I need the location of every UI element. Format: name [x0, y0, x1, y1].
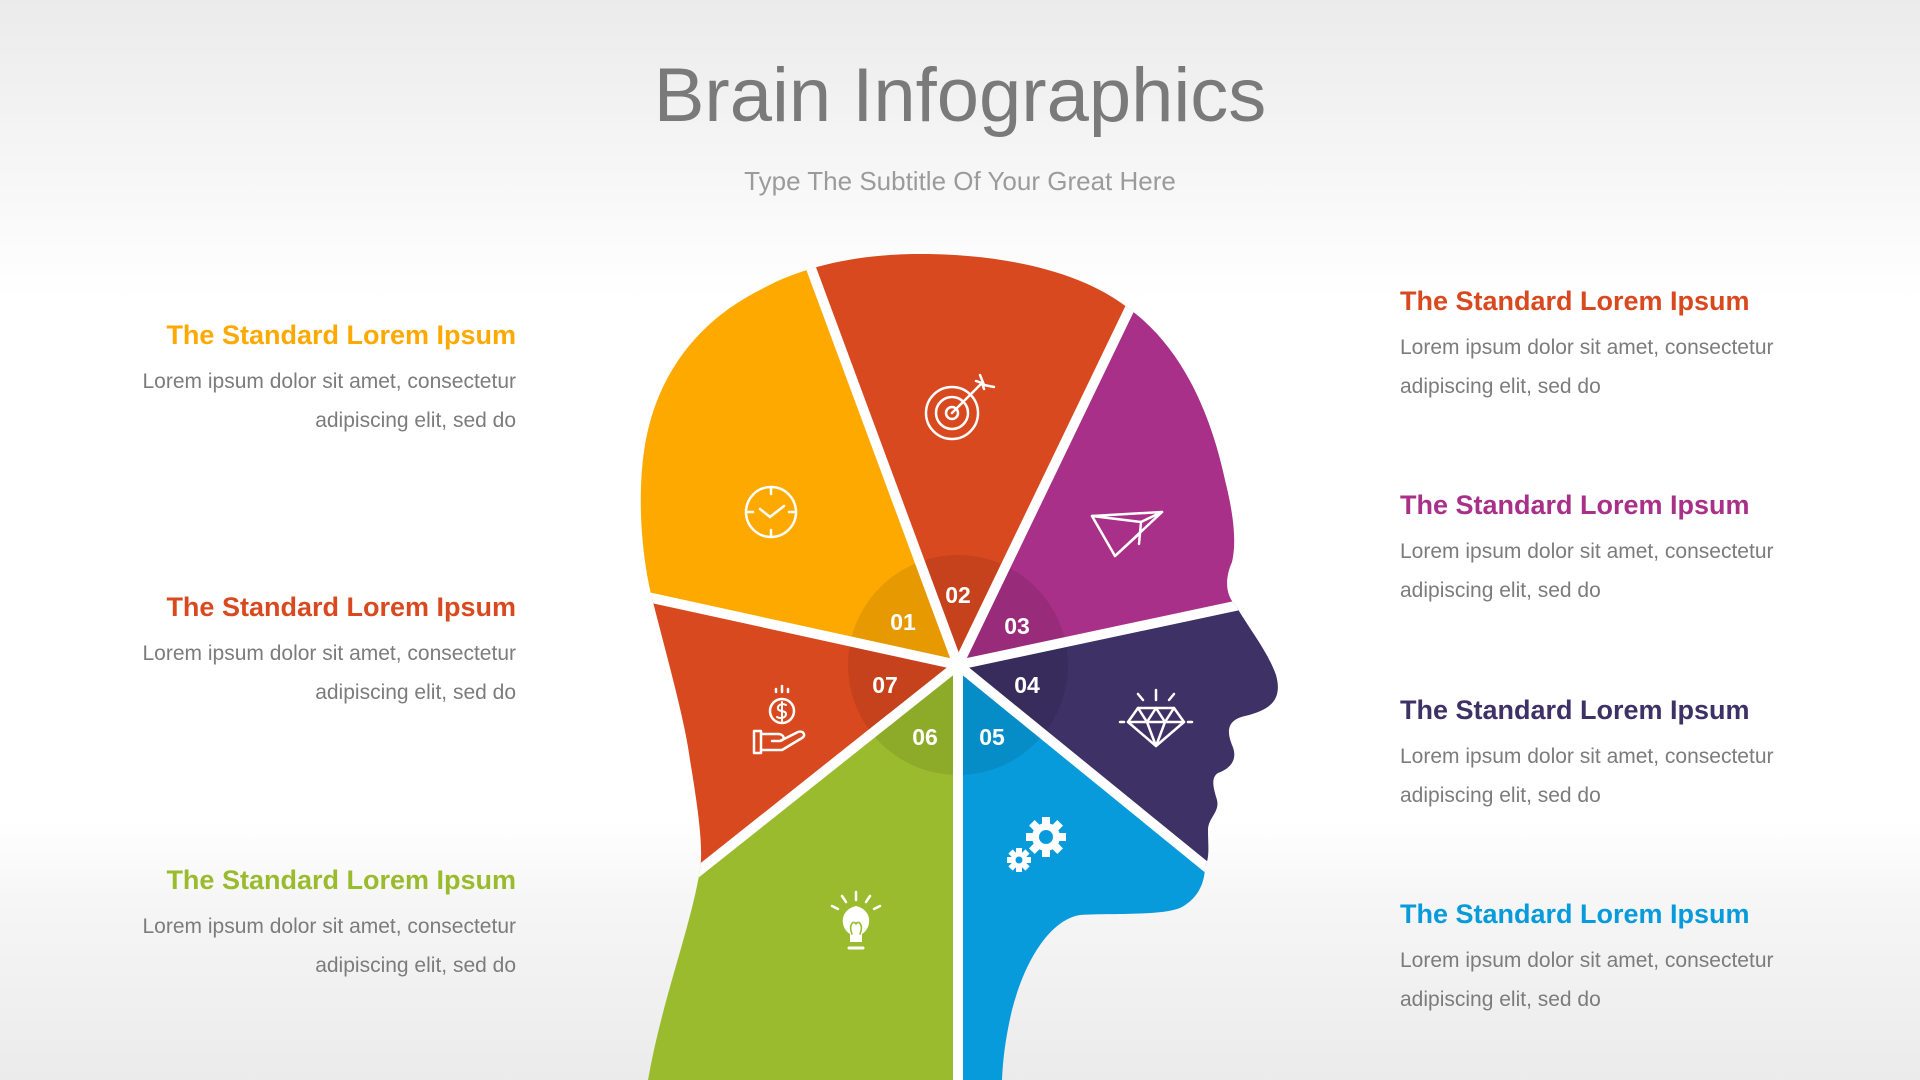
block-heading: The Standard Lorem Ipsum — [1400, 695, 1750, 725]
block-heading: The Standard Lorem Ipsum — [1400, 286, 1750, 316]
segment-number-03: 03 — [1004, 613, 1030, 639]
block-body: Lorem ipsum dolor sit amet, consectetur a… — [1400, 328, 1840, 406]
body-line: adipiscing elit, sed do — [315, 409, 516, 432]
block-body: Lorem ipsum dolor sit amet, consectetur a… — [1400, 941, 1840, 1019]
segment-01 — [640, 254, 958, 665]
page-subtitle: Type The Subtitle Of Your Great Here — [744, 166, 1176, 196]
block-heading: The Standard Lorem Ipsum — [166, 320, 516, 350]
block-heading: The Standard Lorem Ipsum — [166, 592, 516, 622]
body-line: Lorem ipsum dolor sit amet, consectetur — [142, 370, 517, 393]
block-body: Lorem ipsum dolor sit amet, consectetur a… — [96, 362, 517, 440]
right-text-block-2: The Standard Lorem Ipsum Lorem ipsum dol… — [1400, 488, 1840, 610]
segment-number-04: 04 — [1014, 672, 1040, 698]
paper-plane-icon — [1090, 510, 1164, 558]
block-body: Lorem ipsum dolor sit amet, consectetur a… — [96, 907, 517, 985]
page-title: Brain Infographics — [653, 53, 1267, 138]
money-hand-icon — [752, 684, 806, 755]
segment-06 — [640, 665, 958, 1080]
body-line: adipiscing elit, sed do — [1400, 784, 1601, 807]
block-heading: The Standard Lorem Ipsum — [1400, 490, 1750, 520]
lightbulb-icon — [830, 890, 882, 950]
diamond-icon — [1118, 688, 1194, 748]
block-body: Lorem ipsum dolor sit amet, consectetur a… — [96, 634, 517, 712]
left-text-block-1: The Standard Lorem Ipsum Lorem ipsum dol… — [96, 318, 517, 440]
body-line: adipiscing elit, sed do — [1400, 988, 1601, 1011]
body-line: Lorem ipsum dolor sit amet, consectetur — [142, 915, 517, 938]
segment-number-01: 01 — [890, 609, 916, 635]
body-line: Lorem ipsum dolor sit amet, consectetur — [142, 642, 517, 665]
body-line: Lorem ipsum dolor sit amet, consectetur — [1400, 949, 1774, 972]
segment-number-05: 05 — [979, 724, 1005, 750]
body-line: adipiscing elit, sed do — [315, 681, 516, 704]
body-line: Lorem ipsum dolor sit amet, consectetur — [1400, 540, 1774, 563]
segment-number-07: 07 — [872, 672, 898, 698]
body-line: adipiscing elit, sed do — [315, 954, 516, 977]
target-icon — [924, 373, 996, 441]
block-body: Lorem ipsum dolor sit amet, consectetur a… — [1400, 532, 1840, 610]
block-heading: The Standard Lorem Ipsum — [1400, 899, 1750, 929]
body-line: Lorem ipsum dolor sit amet, consectetur — [1400, 336, 1774, 359]
left-text-block-2: The Standard Lorem Ipsum Lorem ipsum dol… — [96, 590, 517, 712]
body-line: adipiscing elit, sed do — [1400, 375, 1601, 398]
segment-number-06: 06 — [912, 724, 938, 750]
right-text-block-1: The Standard Lorem Ipsum Lorem ipsum dol… — [1400, 284, 1840, 406]
left-text-block-3: The Standard Lorem Ipsum Lorem ipsum dol… — [96, 863, 517, 985]
block-body: Lorem ipsum dolor sit amet, consectetur a… — [1400, 737, 1840, 815]
block-heading: The Standard Lorem Ipsum — [166, 865, 516, 895]
clock-icon — [744, 485, 798, 539]
right-text-block-3: The Standard Lorem Ipsum Lorem ipsum dol… — [1400, 693, 1840, 815]
body-line: adipiscing elit, sed do — [1400, 579, 1601, 602]
right-text-block-4: The Standard Lorem Ipsum Lorem ipsum dol… — [1400, 897, 1840, 1019]
segment-number-02: 02 — [945, 582, 971, 608]
body-line: Lorem ipsum dolor sit amet, consectetur — [1400, 745, 1774, 768]
